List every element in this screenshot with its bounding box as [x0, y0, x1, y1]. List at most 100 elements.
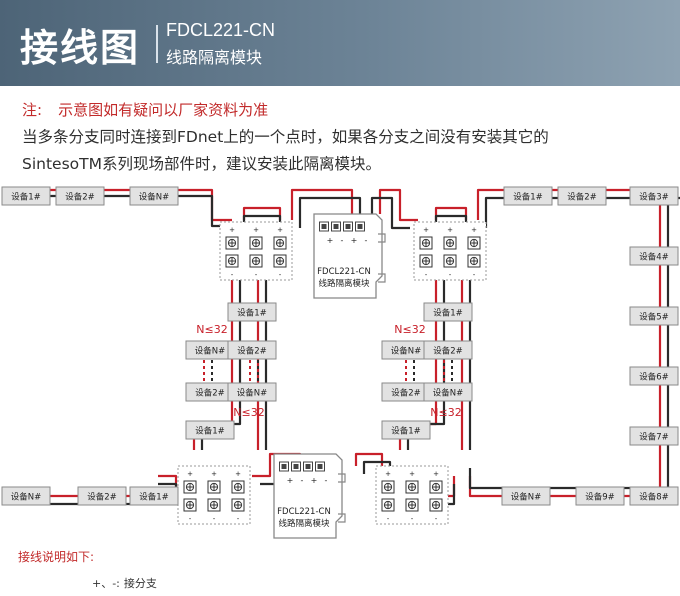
screw-head [431, 482, 441, 492]
module-terminal-screw [321, 224, 327, 229]
screw-head [383, 500, 393, 510]
module-minus: - [341, 236, 344, 245]
device-label: 设备2# [195, 388, 225, 399]
screw-head [233, 500, 243, 510]
device-label: 设备1# [433, 308, 463, 319]
module-plus: + [311, 476, 318, 485]
n-limit-label: N≤32 [430, 406, 461, 419]
device-box [629, 486, 679, 506]
device-box [77, 486, 127, 506]
screw-head [251, 256, 261, 266]
terminal-minus: - [237, 515, 240, 523]
device-label: 设备N# [391, 346, 421, 357]
device-box [129, 186, 179, 206]
terminal-plus: + [447, 226, 453, 234]
terminal-minus: - [449, 271, 452, 279]
device-label: 设备9# [585, 492, 615, 503]
top-right-bus-neg [484, 196, 680, 228]
terminal-minus: - [473, 271, 476, 279]
header-model: FDCL221-CN [166, 20, 276, 40]
legend-title: 接线说明如下: [18, 550, 95, 564]
module-terminal-screw [281, 464, 287, 469]
device-label: 设备5# [639, 312, 669, 323]
screw-head [407, 482, 417, 492]
screw-head [209, 482, 219, 492]
terminal-minus: - [425, 271, 428, 279]
terminal-minus: - [189, 515, 192, 523]
device-label: 设备N# [237, 388, 267, 399]
screw-head [421, 256, 431, 266]
module-minus: - [301, 476, 304, 485]
module-name-label: 线路隔离模块 [278, 518, 330, 529]
device-label: 设备2# [567, 192, 597, 203]
device-box [629, 246, 679, 266]
terminal-minus: - [279, 271, 282, 279]
device-label: 设备2# [237, 346, 267, 357]
module-minus: - [325, 476, 328, 485]
terminal-plus: + [229, 226, 235, 234]
device-label: 设备2# [87, 492, 117, 503]
device-label: 设备1# [237, 308, 267, 319]
device-label: 设备2# [433, 346, 463, 357]
device-box [381, 420, 431, 440]
screw-head [227, 256, 237, 266]
screw-head [431, 500, 441, 510]
intro-line-2: SintesoTM系列现场部件时，建议安装此隔离模块。 [22, 155, 381, 173]
module-plus: + [287, 476, 294, 485]
intro-line-1: 当多条分支同时连接到FDnet上的一个点时，如果各分支之间没有安装其它的 [22, 128, 549, 146]
note-text: 示意图如有疑问以厂家资料为准 [58, 101, 269, 119]
screw-head [275, 256, 285, 266]
terminal-plus: + [385, 470, 391, 478]
device-box [629, 426, 679, 446]
terminal-block-3 [177, 465, 251, 525]
module1-to-tb2-pos [378, 188, 418, 222]
device-label: 设备6# [639, 372, 669, 383]
module-model-label: FDCL221-CN [317, 267, 371, 277]
module-terminal-screw [305, 464, 311, 469]
device-box [423, 382, 473, 402]
screw-head [185, 500, 195, 510]
device-label: 设备8# [639, 492, 669, 503]
device-label: 设备2# [391, 388, 421, 399]
legend-item: +、-:接分支 [92, 575, 157, 591]
note-label: 注: [22, 101, 43, 119]
module-terminal-screw [357, 224, 363, 229]
device-label: 设备1# [513, 192, 543, 203]
device-label: 设备7# [639, 432, 669, 443]
terminal-block-4 [375, 465, 449, 525]
device-label: 设备1# [391, 426, 421, 437]
device-box [575, 486, 625, 506]
module-name-label: 线路隔离模块 [318, 278, 370, 289]
device-box [227, 340, 277, 360]
device-box [501, 486, 551, 506]
module-clip [378, 233, 386, 283]
screw-head [185, 482, 195, 492]
device-label: 设备3# [639, 192, 669, 203]
device-box [629, 366, 679, 386]
device-box [1, 186, 51, 206]
device-box [503, 186, 553, 206]
device-label: 设备4# [639, 252, 669, 263]
module-terminal-screw [333, 224, 339, 229]
module-terminal-screw [317, 464, 323, 469]
terminal-plus: + [211, 470, 217, 478]
screw-head [445, 256, 455, 266]
tb1-to-module1-neg [298, 196, 362, 228]
terminal-minus: - [435, 515, 438, 523]
screw-head [251, 238, 261, 248]
module1-to-tb2-neg [370, 196, 410, 230]
device-label: 设备1# [11, 192, 41, 203]
header-divider [156, 25, 158, 63]
device-box [1, 486, 51, 506]
diagram-title: 接线图 [20, 26, 141, 70]
device-label: 设备N# [139, 192, 169, 203]
device-label: 设备1# [195, 426, 225, 437]
device-box [185, 420, 235, 440]
module-clip [338, 473, 346, 523]
bottom-right-bus-neg [468, 468, 672, 490]
screw-head [209, 500, 219, 510]
top-right-bus-pos [476, 188, 672, 220]
screw-head [469, 238, 479, 248]
terminal-minus: - [411, 515, 414, 523]
device-label: 设备N# [195, 346, 225, 357]
